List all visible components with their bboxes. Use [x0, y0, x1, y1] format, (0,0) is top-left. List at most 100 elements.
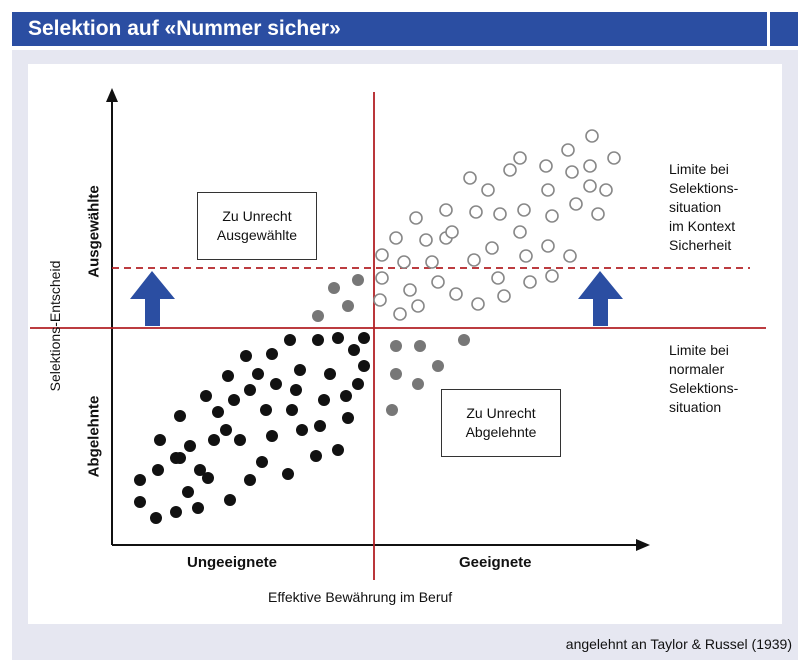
misclassified-candidate-dot	[412, 378, 424, 390]
rejected-candidate-dot	[220, 424, 232, 436]
selected-candidate-dot	[503, 163, 517, 177]
rejected-candidate-dot	[200, 390, 212, 402]
rejected-candidate-dot	[252, 368, 264, 380]
rejected-candidate-dot	[208, 434, 220, 446]
selected-candidate-dot	[519, 249, 533, 263]
x-category-right: Geeignete	[459, 554, 532, 571]
rejected-candidate-dot	[260, 404, 272, 416]
selected-candidate-dot	[513, 151, 527, 165]
title-tab	[770, 12, 798, 46]
y-axis-title: Selektions-Entscheid	[47, 260, 63, 392]
selected-candidate-dot	[469, 205, 483, 219]
y-category-bottom: Abgelehnte	[85, 395, 103, 478]
rejected-candidate-dot	[224, 494, 236, 506]
diagram-canvas	[28, 64, 782, 624]
selected-candidate-dot	[541, 183, 555, 197]
selected-candidate-dot	[497, 289, 511, 303]
x-axis-title: Effektive Bewährung im Beruf	[268, 589, 453, 605]
x-category-left: Ungeeignete	[187, 554, 278, 571]
selected-candidate-dot	[583, 179, 597, 193]
rejected-candidate-dot	[286, 404, 298, 416]
selected-candidate-dot	[445, 225, 459, 239]
selected-candidate-dot	[431, 275, 445, 289]
up-arrow-icon	[130, 271, 175, 326]
rejected-candidate-dot	[134, 474, 146, 486]
rejected-candidate-dot	[170, 506, 182, 518]
wrongly-rejected-label: Zu Unrecht Abgelehnte	[465, 405, 537, 440]
rejected-candidate-dot	[332, 444, 344, 456]
rejected-candidate-dot	[294, 364, 306, 376]
rejected-candidate-dot	[284, 334, 296, 346]
rejected-candidate-dot	[290, 384, 302, 396]
rejected-candidate-dot	[256, 456, 268, 468]
selected-candidate-dot	[563, 249, 577, 263]
y-category-top: Ausgewählte	[85, 185, 103, 278]
rejected-candidate-dot	[192, 502, 204, 514]
y-axis-arrowhead	[106, 88, 118, 102]
rejected-candidate-dot	[296, 424, 308, 436]
selected-candidate-dot	[545, 269, 559, 283]
selected-candidate-dot	[393, 307, 407, 321]
misclassified-candidate-dot	[390, 368, 402, 380]
rejected-candidate-dot	[234, 434, 246, 446]
rejected-candidate-dot	[212, 406, 224, 418]
rejected-candidate-dot	[222, 370, 234, 382]
rejected-candidate-dot	[312, 334, 324, 346]
selected-candidate-dot	[375, 248, 389, 262]
wrongly-selected-box: Zu Unrecht Ausgewählte	[197, 192, 317, 260]
rejected-candidate-dot	[244, 474, 256, 486]
rejected-candidate-dot	[244, 384, 256, 396]
misclassified-candidate-dot	[458, 334, 470, 346]
rejected-candidate-dot	[358, 332, 370, 344]
selected-candidate-dot	[493, 207, 507, 221]
selected-candidate-dot	[607, 151, 621, 165]
rejected-candidate-dot	[134, 496, 146, 508]
selected-candidate-dot	[481, 183, 495, 197]
misclassified-candidate-dot	[386, 404, 398, 416]
selected-candidate-dot	[389, 231, 403, 245]
selected-candidate-dot	[419, 233, 433, 247]
rejected-candidate-dot	[266, 348, 278, 360]
misclassified-candidate-dot	[328, 282, 340, 294]
wrongly-rejected-box: Zu Unrecht Abgelehnte	[441, 389, 561, 457]
selected-candidate-dot	[523, 275, 537, 289]
misclassified-candidate-dot	[390, 340, 402, 352]
rejected-candidate-dot	[266, 430, 278, 442]
rejected-candidate-dot	[174, 410, 186, 422]
selected-candidate-dot	[439, 203, 453, 217]
rejected-candidate-dot	[340, 390, 352, 402]
selected-candidate-dot	[565, 165, 579, 179]
rejected-candidate-dot	[314, 420, 326, 432]
rejected-candidate-dot	[184, 440, 196, 452]
selected-candidate-dot	[449, 287, 463, 301]
selected-candidate-dot	[545, 209, 559, 223]
selected-candidate-dot	[513, 225, 527, 239]
x-axis-arrowhead	[636, 539, 650, 551]
rejected-candidate-dot	[282, 468, 294, 480]
dot-cloud	[134, 129, 621, 524]
selected-candidate-dot	[409, 211, 423, 225]
selected-candidate-dot	[561, 143, 575, 157]
rejected-candidate-dot	[152, 464, 164, 476]
rejected-candidate-dot	[154, 434, 166, 446]
rejected-candidate-dot	[150, 512, 162, 524]
rejected-candidate-dot	[202, 472, 214, 484]
misclassified-candidate-dot	[414, 340, 426, 352]
rejected-candidate-dot	[240, 350, 252, 362]
rejected-candidate-dot	[318, 394, 330, 406]
misclassified-candidate-dot	[432, 360, 444, 372]
source-credit: angelehnt an Taylor & Russel (1939)	[565, 636, 792, 652]
rejected-candidate-dot	[348, 344, 360, 356]
selected-candidate-dot	[583, 159, 597, 173]
selected-candidate-dot	[397, 255, 411, 269]
selected-candidate-dot	[491, 271, 505, 285]
rejected-candidate-dot	[174, 452, 186, 464]
rejected-candidate-dot	[342, 412, 354, 424]
rejected-candidate-dot	[228, 394, 240, 406]
selected-candidate-dot	[373, 293, 387, 307]
security-limit-note: Limite bei Selektions- situation im Kont…	[669, 161, 739, 253]
page-title-text: Selektion auf «Nummer sicher»	[28, 17, 341, 40]
selected-candidate-dot	[467, 253, 481, 267]
rejected-candidate-dot	[270, 378, 282, 390]
rejected-candidate-dot	[332, 332, 344, 344]
